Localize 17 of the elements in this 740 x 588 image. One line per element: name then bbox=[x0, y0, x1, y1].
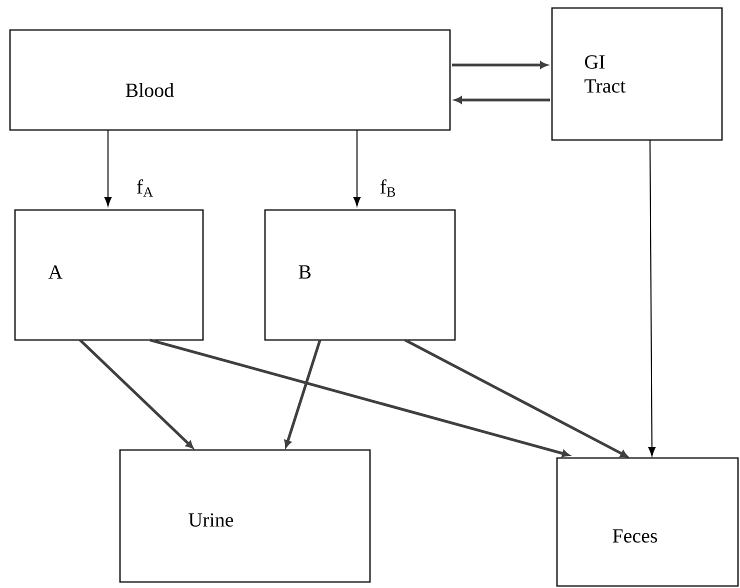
box: Urine bbox=[119, 449, 371, 583]
arrow bbox=[79, 338, 194, 449]
arrow bbox=[104, 130, 112, 206]
arrow bbox=[452, 61, 548, 69]
box: A bbox=[14, 209, 204, 341]
arrow bbox=[454, 96, 550, 104]
box: Feces bbox=[556, 457, 739, 587]
box: Blood bbox=[9, 29, 451, 131]
arrow bbox=[353, 130, 361, 206]
arrow bbox=[150, 338, 570, 458]
arrow bbox=[404, 338, 628, 458]
edge-label: f$_{B}$ bbox=[378, 178, 398, 198]
box: B bbox=[264, 209, 456, 341]
edge-label: f$_{A}$ bbox=[135, 178, 155, 198]
arrow bbox=[284, 340, 322, 448]
arrow bbox=[648, 140, 656, 456]
box: GI Tract bbox=[551, 7, 723, 141]
